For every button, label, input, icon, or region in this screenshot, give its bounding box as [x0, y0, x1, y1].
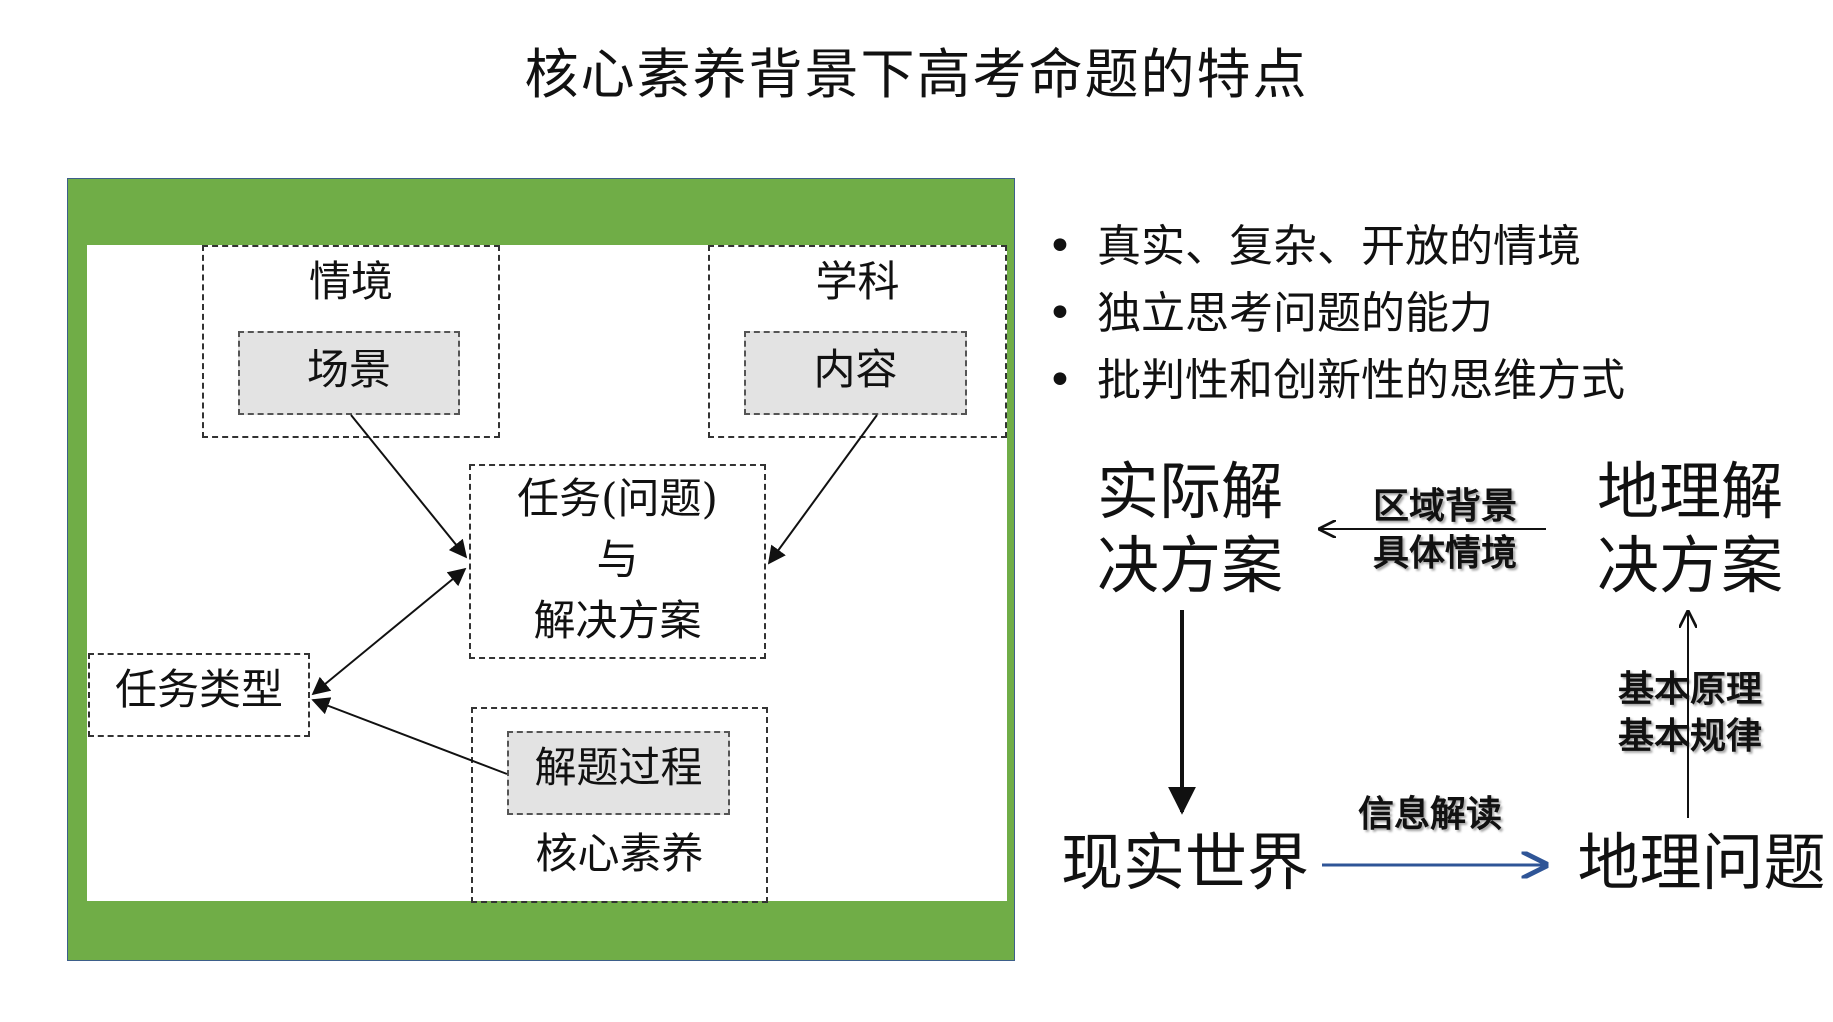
figure-canvas: 情境 场景 学科 内容 任务(问题) 与 解决方案 任务类型 解题过程 核心素养	[87, 245, 1007, 903]
subject-label: 学科	[815, 257, 900, 306]
bullet-text: 真实、复杂、开放的情境	[1097, 221, 1581, 272]
framework-figure: 情境 场景 学科 内容 任务(问题) 与 解决方案 任务类型 解题过程 核心素养	[67, 178, 1015, 961]
geo-solution-node: 地理解 决方案	[1590, 455, 1790, 604]
bullet-dot-icon: •	[1047, 355, 1073, 406]
scene-label: 场景	[306, 345, 391, 394]
core-literacy-label: 核心素养	[535, 829, 704, 878]
task-label-line3: 解决方案	[533, 595, 702, 645]
process-label: 解题过程	[534, 743, 703, 792]
bullet-text: 独立思考问题的能力	[1097, 288, 1493, 339]
real-world-node: 现实世界	[1060, 826, 1309, 899]
core-literacy-box	[471, 707, 768, 903]
label-regional-background: 区域背景 具体情境	[1345, 484, 1545, 578]
scene-box	[238, 331, 460, 415]
situation-label: 情境	[308, 257, 393, 306]
bullet-dot-icon: •	[1047, 221, 1073, 272]
geo-solution-line2: 决方案	[1596, 529, 1783, 603]
bullet-item: • 真实、复杂、开放的情境	[1047, 210, 1581, 274]
label-basic-principles: 基本原理 基本规律	[1590, 667, 1790, 761]
arrow-tasktype-task	[311, 567, 467, 696]
practical-solution-node: 实际解 决方案	[1090, 455, 1290, 604]
arrow-process-to-tasktype	[311, 697, 508, 775]
arrow-content-to-task	[767, 414, 878, 565]
bullet-dot-icon: •	[1047, 288, 1073, 339]
bullet-text: 批判性和创新性的思维方式	[1097, 355, 1625, 406]
task-label-line1: 任务(问题)	[517, 474, 718, 523]
page-title: 核心素养背景下高考命题的特点	[524, 43, 1309, 106]
process-box	[507, 731, 730, 815]
practical-solution-line1: 实际解	[1096, 455, 1283, 528]
label-right-line2: 基本规律	[1617, 715, 1762, 757]
content-label: 内容	[813, 345, 898, 394]
arrow-scene-to-task	[350, 414, 468, 559]
situation-box	[202, 245, 500, 438]
task-box	[469, 464, 766, 659]
label-right-line1: 基本原理	[1617, 669, 1762, 710]
bullet-item: • 独立思考问题的能力	[1047, 277, 1493, 341]
task-label-line2: 与	[596, 534, 639, 584]
label-top-line2: 具体情境	[1372, 532, 1517, 574]
geo-problem-node: 地理问题	[1577, 826, 1826, 899]
task-label: 任务(问题) 与 解决方案	[469, 469, 766, 652]
task-type-label: 任务类型	[114, 665, 283, 714]
bullet-item: • 批判性和创新性的思维方式	[1047, 344, 1625, 408]
practical-solution-line2: 决方案	[1096, 529, 1283, 603]
label-info-interpretation: 信息解读	[1357, 794, 1502, 835]
task-type-box	[88, 653, 310, 737]
geo-solution-line1: 地理解	[1596, 455, 1783, 528]
label-top-line1: 区域背景	[1372, 486, 1517, 527]
subject-box	[708, 245, 1007, 438]
figure-arrows	[311, 414, 878, 775]
content-box	[744, 331, 967, 415]
